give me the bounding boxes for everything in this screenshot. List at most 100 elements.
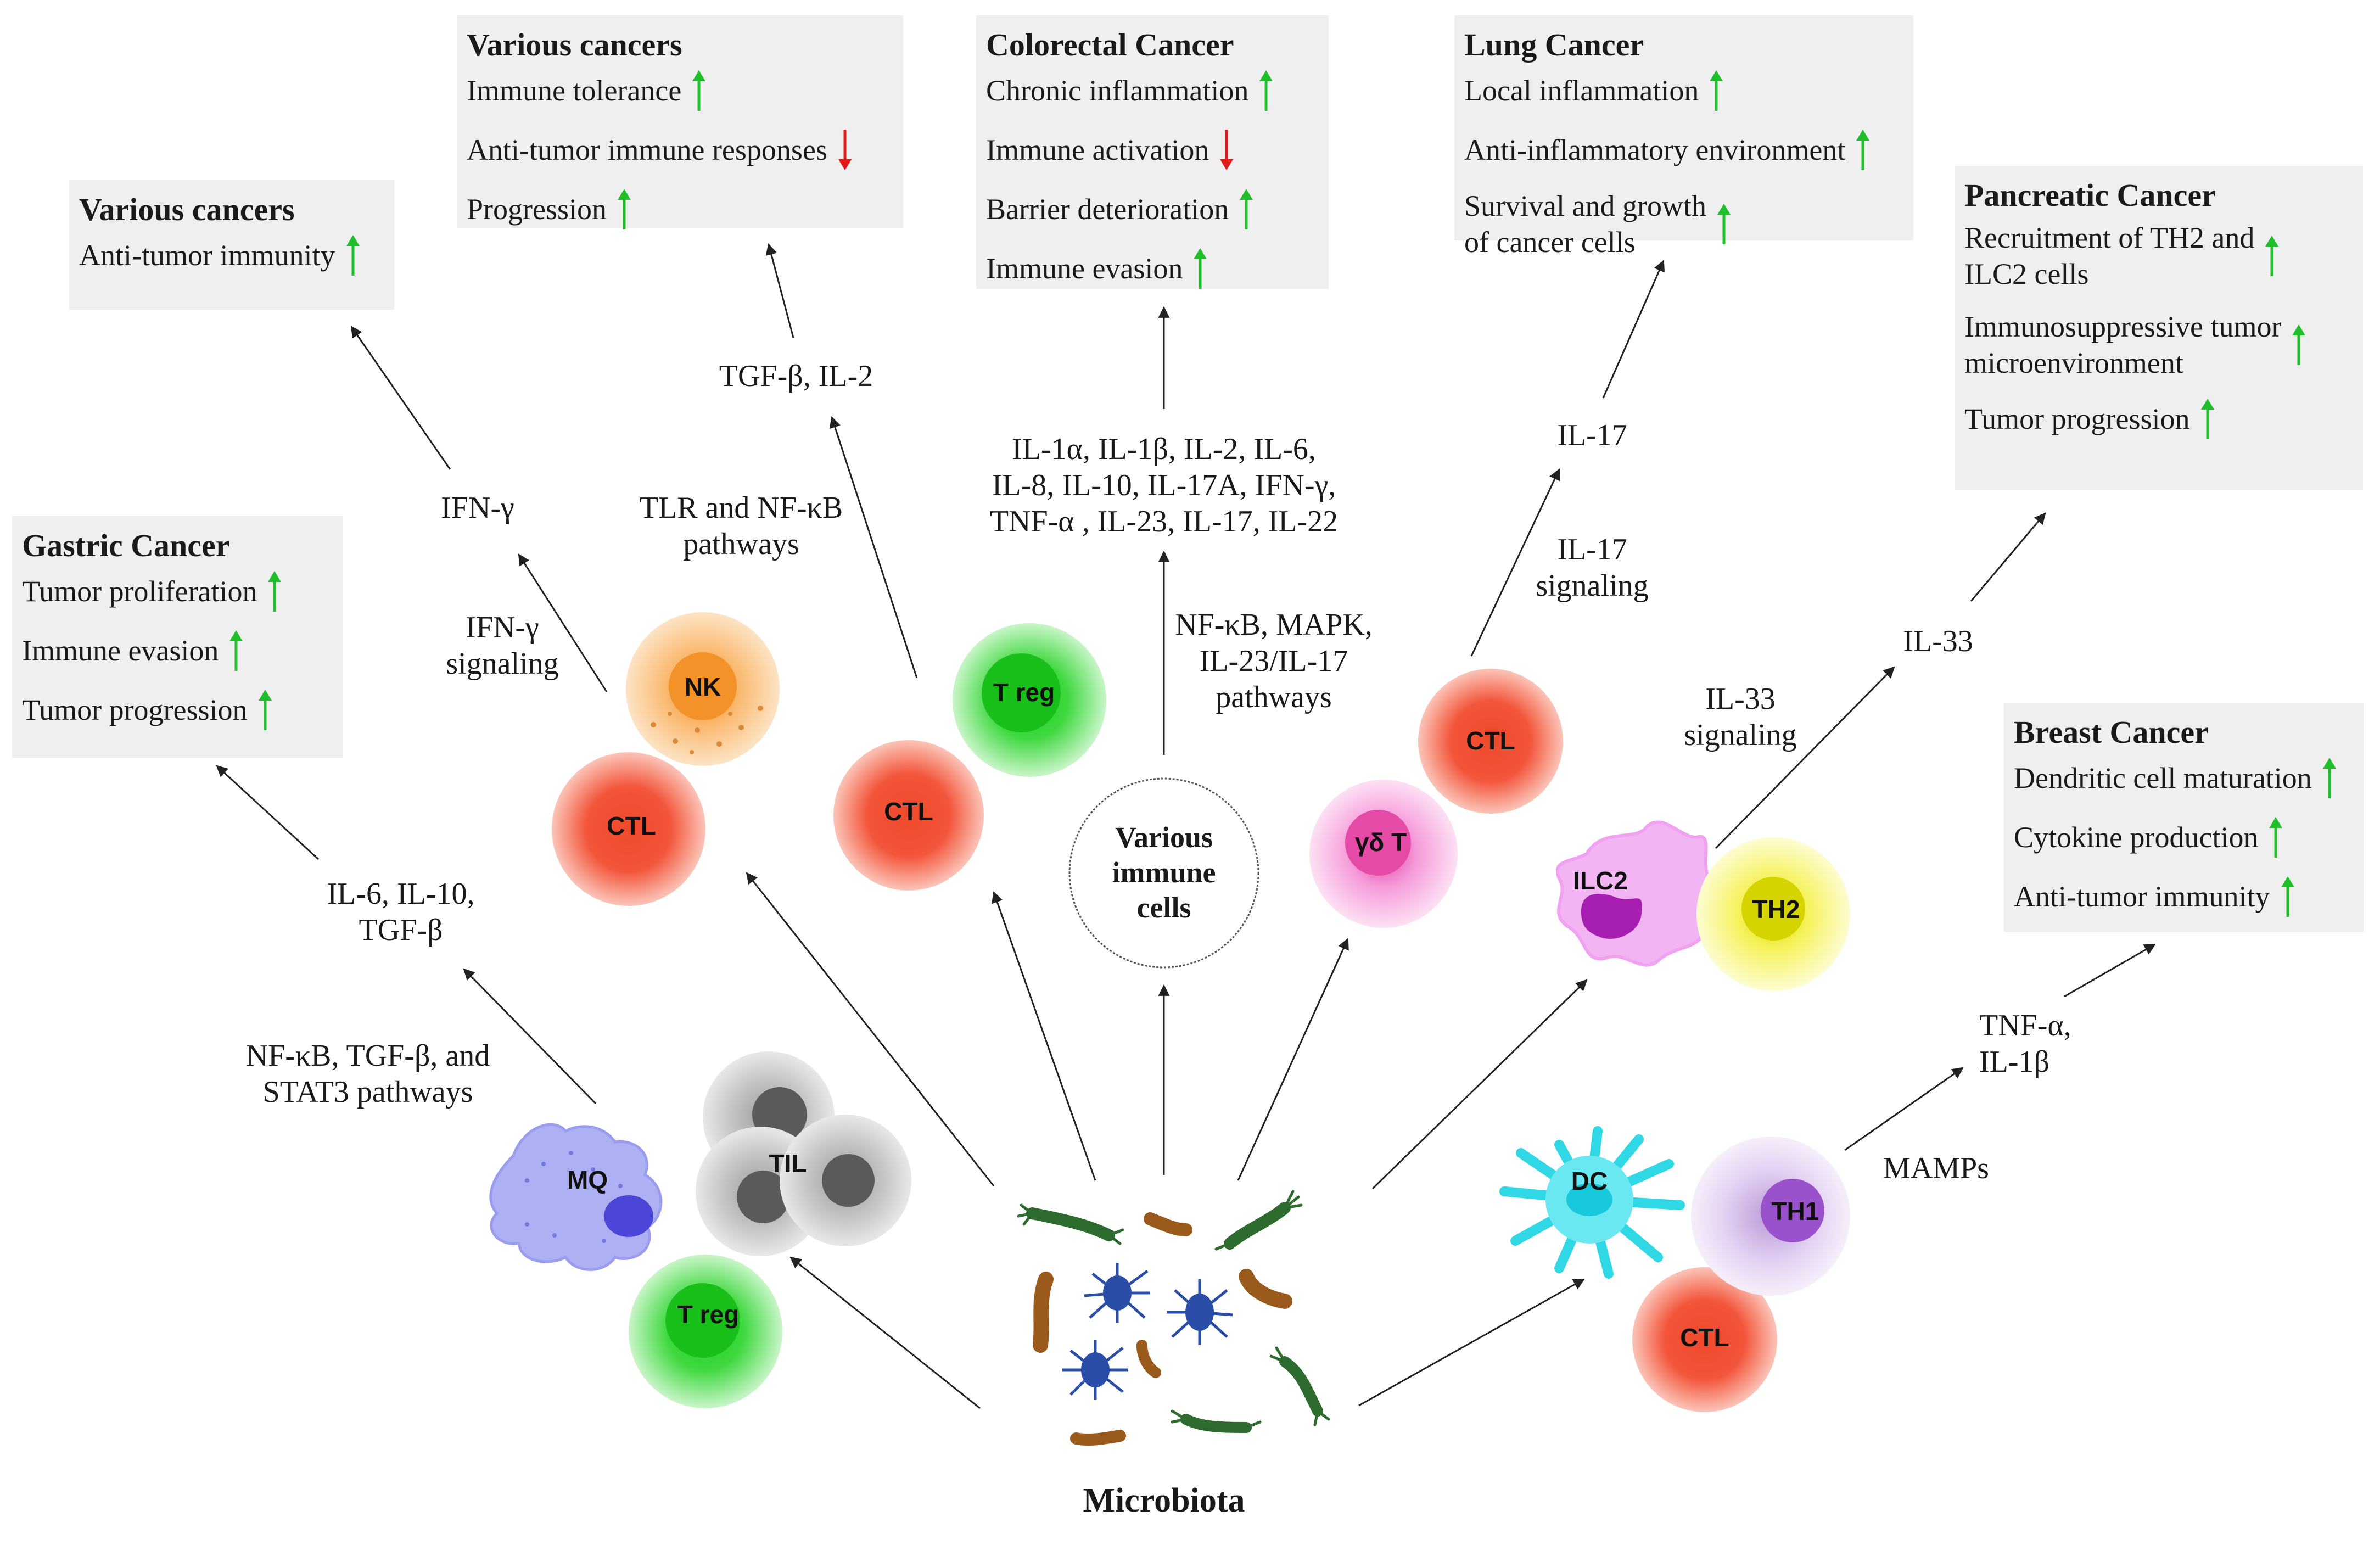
label-il6-il10-tgf: IL-6, IL-10, TGF-β (327, 877, 475, 947)
treg-cell-bottom (629, 1255, 782, 1408)
gd-t-label: γδ T (1355, 828, 1407, 857)
box-item-text: Barrier deterioration (986, 193, 1229, 226)
arrow-il17-to-lung (1602, 260, 1665, 399)
box-item: Tumor proliferation (22, 570, 333, 613)
arrow-tgf-to-various-top (765, 243, 794, 338)
box-item: Immune evasion (986, 247, 1319, 290)
label-tnf-il1b: TNF-α, IL-1β (1979, 1009, 2071, 1079)
label-nfkb-mapk: NF-κB, MAPK, IL-23/IL-17 pathways (1175, 608, 1373, 714)
box-item-text: Immune activation (986, 133, 1209, 166)
increase-arrow-icon (618, 189, 631, 229)
ilc2-cell (1555, 820, 1713, 967)
box-item: Cytokine production (2014, 816, 2354, 859)
arrow-mq-to-gastric (463, 968, 597, 1105)
box-item-text: Dendritic cell maturation (2014, 762, 2312, 794)
increase-arrow-icon (268, 571, 282, 612)
label-il33: IL-33 (1903, 624, 1973, 658)
arrow-micro-to-dc (1358, 1278, 1585, 1407)
ctl-label-left: CTL (607, 811, 656, 840)
brown-rod-bacteria (1033, 1212, 1292, 1446)
th1-cell (1691, 1137, 1850, 1296)
mq-cell (489, 1123, 663, 1271)
treg-cell-top (953, 623, 1106, 777)
label-colorectal-cytokines: IL-1α, IL-1β, IL-2, IL-6, IL-8, IL-10, I… (989, 432, 1339, 539)
box-item-text: Anti-tumor immune responses (467, 133, 827, 166)
increase-arrow-icon (692, 70, 706, 111)
decrease-arrow-icon (838, 130, 852, 170)
box-item: Survival and growth of cancer cells (1464, 188, 1903, 260)
increase-arrow-icon (258, 690, 272, 730)
increase-arrow-icon (2281, 876, 2294, 917)
arrow-nk-to-ifn (518, 553, 608, 692)
label-il17: IL-17 (1557, 418, 1627, 452)
label-tgf-il2: TGF-β, IL-2 (719, 359, 873, 393)
increase-arrow-icon (2265, 236, 2279, 276)
box-title: Lung Cancer (1464, 27, 1644, 63)
box-item: Recruitment of TH2 and ILC2 cells (1964, 220, 2353, 292)
increase-arrow-icon (2200, 399, 2214, 439)
th2-label: TH2 (1752, 895, 1800, 923)
box-item-text: Immune evasion (22, 634, 219, 667)
box-item-text: Anti-inflammatory environment (1464, 133, 1846, 166)
arrow-ilc2-to-il33 (1715, 666, 1895, 849)
box-item-text: Survival and growth of cancer cells (1464, 189, 1706, 259)
treg-label-top: T reg (993, 678, 1055, 707)
increase-arrow-icon (346, 235, 360, 276)
mq-label: MQ (567, 1166, 608, 1194)
arrow-micro-to-ilc2 (1371, 979, 1588, 1190)
increase-arrow-icon (1856, 130, 1870, 170)
box-item-text: Local inflammation (1464, 74, 1699, 107)
dc-label: DC (1571, 1167, 1608, 1195)
ilc2-label: ILC2 (1573, 866, 1628, 895)
ctl-cell-bottom (1632, 1267, 1777, 1412)
box-title: Various cancers (79, 192, 295, 227)
ctl-cell-right (1418, 669, 1563, 814)
increase-arrow-icon (1717, 204, 1731, 244)
box-item-text: Immune evasion (986, 252, 1183, 285)
box-item-text: Tumor progression (22, 693, 248, 726)
box-item-text: Chronic inflammation (986, 74, 1249, 107)
increase-arrow-icon (1194, 248, 1207, 289)
arrow-ctl-to-il17 (1470, 468, 1560, 657)
box-item: Chronic inflammation (986, 69, 1319, 112)
box-item: Dendritic cell maturation (2014, 757, 2354, 799)
dc-cell (1499, 1126, 1685, 1279)
box-item-text: Tumor proliferation (22, 575, 257, 608)
arrow-micro-to-ctl-left (746, 872, 995, 1186)
box-item: Immune evasion (22, 629, 333, 672)
label-microbiota: Microbiota (1083, 1482, 1245, 1519)
decrease-arrow-icon (1220, 130, 1234, 170)
box-item: Tumor progression (22, 688, 333, 731)
box-item-text: Progression (467, 193, 607, 226)
ctl-cell-left (552, 752, 705, 906)
box-item-text: Tumor progression (1964, 402, 2190, 435)
label-nfkb-tgf-stat3: NF-κB, TGF-β, and STAT3 pathways (245, 1039, 490, 1109)
increase-arrow-icon (1240, 189, 1253, 229)
arrow-micro-to-treg-left (789, 1256, 981, 1409)
box-item-text: Cytokine production (2014, 821, 2259, 854)
box-item: Anti-tumor immunity (2014, 875, 2354, 918)
th1-label: TH1 (1772, 1197, 1819, 1225)
arrow-ifn-to-various (350, 326, 451, 470)
box-item: Local inflammation (1464, 69, 1903, 112)
box-item-text: Recruitment of TH2 and ILC2 cells (1964, 221, 2255, 290)
increase-arrow-icon (2292, 324, 2306, 365)
box-item: Tumor progression (1964, 398, 2353, 440)
th2-cell (1696, 837, 1850, 991)
label-ifn-gamma: IFN-γ (441, 491, 514, 525)
arrow-treg-to-tgf (829, 416, 918, 679)
ctl-label-right: CTL (1466, 726, 1515, 755)
ctl-label-bottom: CTL (1680, 1323, 1729, 1352)
box-item: Immunosuppressive tumor microenvironment (1964, 309, 2353, 381)
increase-arrow-icon (229, 630, 243, 671)
box-item-text: Immune tolerance (467, 74, 682, 107)
til-label: TIL (769, 1149, 807, 1178)
